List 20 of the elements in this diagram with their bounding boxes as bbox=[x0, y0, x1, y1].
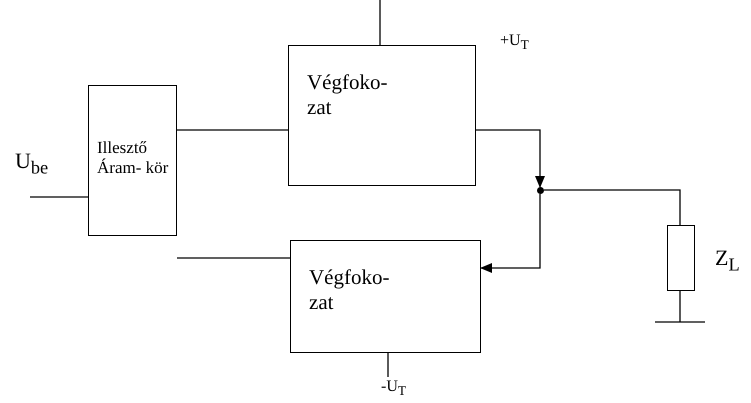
voltage-label: U$_{be}$ bbox=[15, 148, 48, 178]
block-label: Illesztő Áram- kör bbox=[97, 138, 169, 179]
voltage-label: +U$_{T}$ bbox=[500, 32, 529, 54]
junction-dot bbox=[537, 187, 544, 194]
wire bbox=[387, 353, 389, 377]
arrow bbox=[480, 194, 541, 273]
component-label: Z$_{L}$ bbox=[715, 245, 740, 276]
block-label: Végfoko- zat bbox=[307, 70, 388, 120]
wire bbox=[379, 0, 381, 45]
wire bbox=[544, 189, 681, 225]
wire bbox=[177, 257, 290, 259]
block-box bbox=[288, 45, 476, 186]
wire bbox=[177, 129, 288, 131]
resistor-symbol bbox=[667, 225, 695, 291]
wire bbox=[30, 196, 88, 198]
block-label: Végfoko- zat bbox=[309, 265, 390, 316]
block-box bbox=[290, 240, 481, 353]
block-box bbox=[88, 85, 177, 236]
voltage-label: -U$_{T}$ bbox=[381, 377, 408, 400]
arrow bbox=[476, 129, 545, 188]
